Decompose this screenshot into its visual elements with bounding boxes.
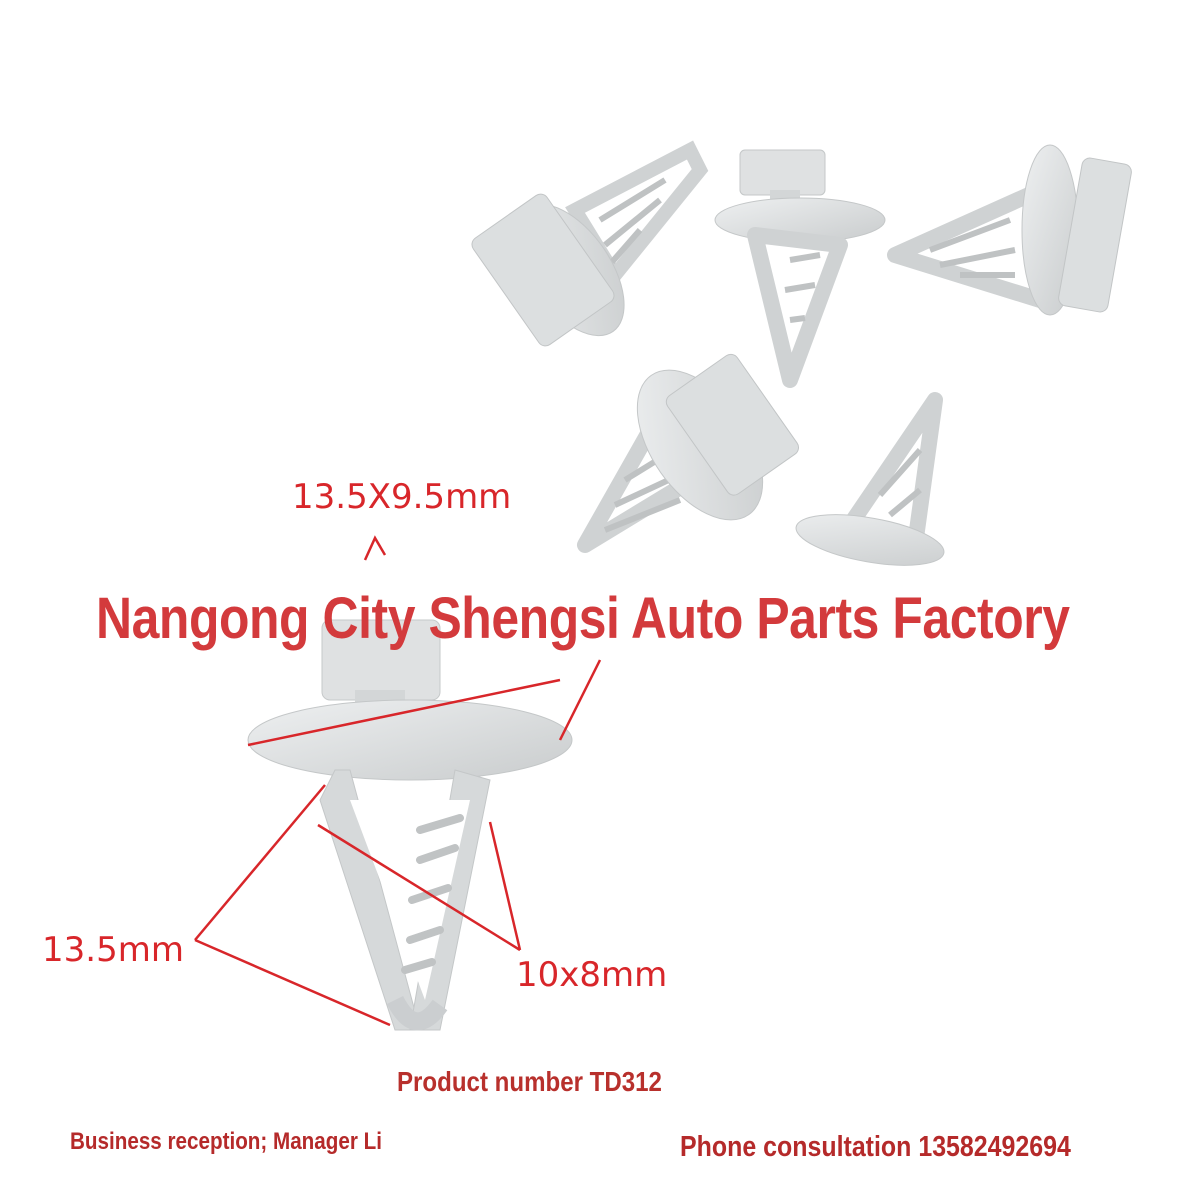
clip-3 <box>887 144 1132 316</box>
head-size-label: 13.5X9.5mm <box>292 477 512 517</box>
dimension-lines <box>194 535 602 1027</box>
reception-text: Business reception; Manager Li <box>70 1128 382 1155</box>
clip-5 <box>795 392 945 566</box>
factory-banner: Nangong City Shengsi Auto Parts Factory <box>96 586 1070 651</box>
banner-backdrop <box>310 565 1140 685</box>
clip-1 <box>471 140 709 347</box>
main-clip <box>247 619 573 1031</box>
phone-text: Phone consultation 13582492694 <box>680 1131 1071 1163</box>
product-number: Product number TD312 <box>397 1066 662 1097</box>
length-label: 13.5mm <box>42 930 184 970</box>
clip-4 <box>577 353 799 553</box>
clip-2 <box>714 149 886 388</box>
hole-size-label: 10x8mm <box>516 955 668 995</box>
